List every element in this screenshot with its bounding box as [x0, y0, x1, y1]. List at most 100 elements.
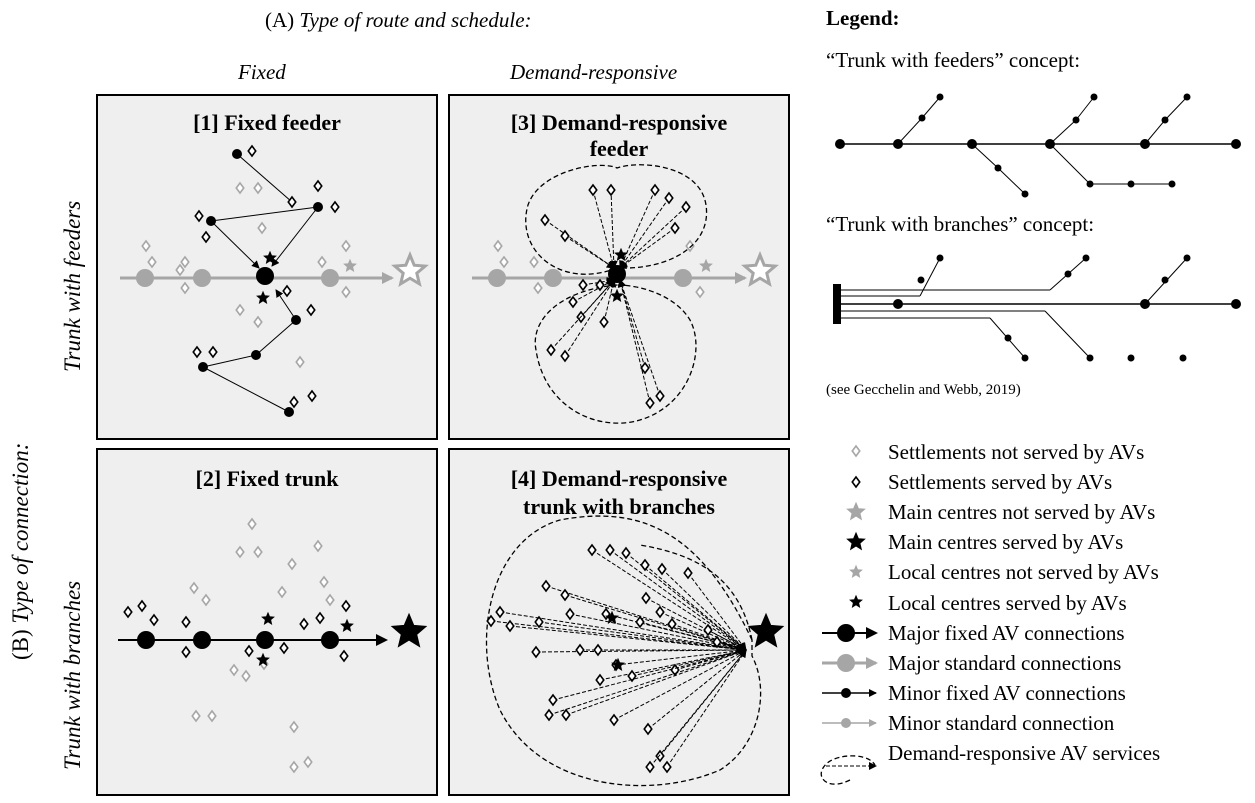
- settlement-diamond-black: [341, 599, 351, 613]
- concept-feeder-line: [1164, 96, 1188, 121]
- demand-responsive-route: [619, 206, 687, 269]
- concept-minor-node: [1086, 354, 1094, 362]
- minor-fixed-route: [202, 366, 290, 413]
- demand-responsive-route: [599, 647, 747, 681]
- concept-feeder-line: [971, 143, 999, 169]
- settlement-diamond-gray: [695, 285, 705, 299]
- panel-demand-trunk: [4] Demand-responsive trunk with branche…: [448, 448, 790, 796]
- legend-label: Minor fixed AV connections: [888, 681, 1126, 705]
- local-centre-star-black: [256, 290, 270, 304]
- main-centre-star-gray: [391, 251, 429, 288]
- major-fixed-node: [193, 631, 211, 649]
- settlement-diamond-black: [313, 179, 323, 193]
- section-a-italic: Type of route and schedule:: [299, 8, 532, 32]
- concept-minor-node: [1021, 354, 1029, 362]
- minor-fixed-node: [291, 315, 301, 325]
- settlement-diamond-black: [655, 389, 665, 403]
- settlement-diamond-black: [595, 673, 605, 687]
- settlement-diamond-black: [645, 760, 655, 774]
- legend-label: Settlements not served by AVs: [888, 440, 1145, 464]
- demand-responsive-route: [644, 564, 747, 651]
- settlement-diamond-black: [683, 566, 693, 580]
- settlement-diamond-black: [640, 361, 650, 375]
- concept-minor-node: [994, 164, 1002, 172]
- concept-minor-node: [1072, 116, 1080, 124]
- concept-feeder-line: [1075, 96, 1095, 121]
- settlement-diamond-black: [181, 615, 191, 629]
- major-standard-node: [488, 269, 506, 287]
- settlement-diamond-gray: [289, 720, 299, 734]
- demand-responsive-zone-south: [534, 284, 697, 424]
- concept-feeders-label: “Trunk with feeders” concept:: [826, 48, 1081, 72]
- minor-fixed-node: [313, 202, 323, 212]
- local-centre-star-black: [261, 611, 275, 625]
- settlement-diamond-gray: [295, 355, 305, 369]
- concept-feeder-line: [1049, 143, 1091, 185]
- main-centre-star-black: [747, 612, 785, 648]
- settlement-diamond-gray: [499, 255, 509, 269]
- minor-fixed-route: [255, 319, 297, 356]
- demand-responsive-route: [617, 279, 651, 404]
- settlement-diamond-black: [123, 605, 133, 619]
- minor-fixed-route: [275, 289, 297, 321]
- concept-minor-node: [1064, 270, 1072, 278]
- legend-label: Local centres served by AVs: [888, 591, 1127, 615]
- concept-minor-node: [1183, 254, 1191, 262]
- settlement-diamond-black: [306, 303, 316, 317]
- demand-responsive-route: [499, 611, 747, 653]
- settlement-diamond-gray: [235, 303, 245, 317]
- settlement-diamond-black: [541, 579, 551, 593]
- demand-responsive-zone: [639, 544, 753, 641]
- local-centre-star-black: [263, 250, 277, 264]
- concept-minor-node: [917, 276, 925, 284]
- concept-minor-node: [936, 93, 944, 101]
- major-standard-node: [193, 269, 211, 287]
- settlement-diamond-black: [605, 543, 615, 557]
- concept-minor-node: [1082, 254, 1090, 262]
- legend-label: Settlements served by AVs: [888, 470, 1113, 494]
- demand-responsive-zone-north: [525, 164, 708, 275]
- demand-responsive-route: [609, 549, 747, 651]
- settlement-diamond-gray: [241, 669, 251, 683]
- major-fixed-node: [321, 631, 339, 649]
- settlement-diamond-black: [540, 213, 550, 227]
- concept-feeder-line: [1049, 119, 1077, 145]
- settlement-diamond-black: [655, 605, 665, 619]
- settlement-diamond-black: [578, 278, 588, 292]
- settlement-diamond-black: [641, 591, 651, 605]
- panel-title: [2] Fixed trunk: [195, 466, 339, 491]
- major-standard-node: [544, 269, 562, 287]
- demand-responsive-route: [618, 279, 661, 397]
- major-fixed-arrow-icon: [837, 624, 855, 642]
- demand-responsive-route: [649, 649, 747, 768]
- settlement-diamond-gray: [303, 755, 313, 769]
- demand-responsive-route: [639, 621, 747, 653]
- settlement-diamond-gray: [325, 593, 335, 607]
- settlement-diamond-black: [703, 623, 713, 637]
- settlement-diamond-black: [587, 543, 597, 557]
- demand-responsive-route: [535, 646, 747, 655]
- settlement-diamond-black: [287, 195, 297, 209]
- concept-major-node: [835, 139, 845, 149]
- settlement-diamond-black: [681, 200, 691, 214]
- star-small-black-icon: [849, 594, 863, 608]
- settlement-diamond-gray: [253, 315, 263, 329]
- settlement-diamond-black: [635, 615, 645, 629]
- column-demand-label: Demand-responsive: [510, 60, 678, 84]
- demand-responsive-route: [490, 620, 747, 654]
- settlement-diamond-gray: [141, 239, 151, 253]
- demand-responsive-route: [619, 197, 670, 269]
- local-centre-star-gray: [699, 258, 713, 272]
- settlement-diamond-black: [486, 614, 496, 628]
- settlement-diamond-gray: [317, 255, 327, 269]
- demand-responsive-route: [609, 189, 618, 269]
- major-standard-node: [136, 269, 154, 287]
- settlement-diamond-black: [670, 221, 680, 235]
- legend-label: Main centres not served by AVs: [888, 500, 1156, 524]
- settlement-diamond-black: [247, 144, 257, 158]
- settlement-diamond-black: [595, 278, 605, 292]
- minor-fixed-route: [202, 354, 257, 368]
- concept-minor-node: [1168, 180, 1176, 188]
- settlement-diamond-black: [643, 722, 653, 736]
- major-fixed-node: [608, 265, 626, 283]
